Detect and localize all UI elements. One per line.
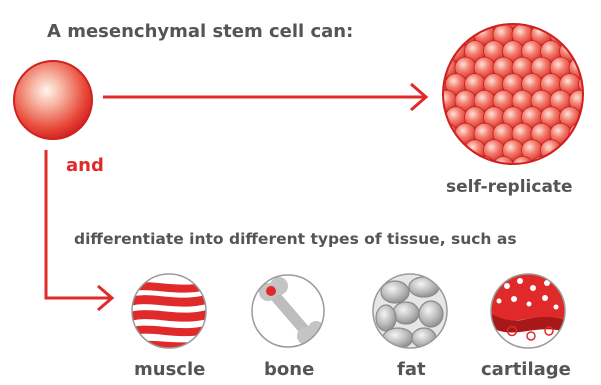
differentiate-label: differentiate into different types of ti… bbox=[74, 232, 517, 248]
cell-bubble bbox=[436, 123, 457, 144]
cell-bubble bbox=[512, 156, 533, 177]
cell-bubble bbox=[541, 8, 562, 29]
cartilage-tissue-icon bbox=[488, 274, 570, 348]
self-replicate-label: self-replicate bbox=[446, 179, 573, 196]
cell-bubble bbox=[569, 24, 590, 45]
cell-bubble bbox=[579, 8, 600, 29]
muscle-label: muscle bbox=[134, 361, 205, 379]
cell-bubble bbox=[446, 8, 467, 29]
muscle-tissue-icon bbox=[125, 274, 215, 348]
bone-label: bone bbox=[264, 361, 314, 379]
self-replicate-arrow bbox=[103, 84, 426, 110]
diagram-title: A mesenchymal stem cell can: bbox=[47, 23, 353, 41]
cell-bubble bbox=[579, 140, 600, 161]
cell-bubble bbox=[427, 8, 448, 29]
cell-bubble bbox=[436, 24, 457, 45]
cell-bubble bbox=[465, 8, 486, 29]
cell-bubble bbox=[531, 156, 552, 177]
cell-bubble bbox=[569, 123, 590, 144]
cell-cluster-icon bbox=[427, 8, 600, 178]
fat-tissue-icon bbox=[373, 274, 447, 348]
cartilage-label: cartilage bbox=[481, 361, 571, 379]
cell-bubble bbox=[560, 8, 581, 29]
and-label: and bbox=[66, 157, 104, 175]
cell-bubble bbox=[436, 156, 457, 177]
cell-bubble bbox=[569, 156, 590, 177]
cell-bubble bbox=[474, 156, 495, 177]
bone-tissue-icon bbox=[252, 275, 324, 347]
cell-bubble bbox=[550, 156, 571, 177]
cell-bubble bbox=[455, 156, 476, 177]
cell-bubble bbox=[427, 41, 448, 62]
fat-label: fat bbox=[397, 361, 426, 379]
cell-bubble bbox=[493, 156, 514, 177]
cell-bubble bbox=[427, 140, 448, 161]
cell-bubble bbox=[579, 41, 600, 62]
stem-cell-icon bbox=[14, 61, 92, 139]
